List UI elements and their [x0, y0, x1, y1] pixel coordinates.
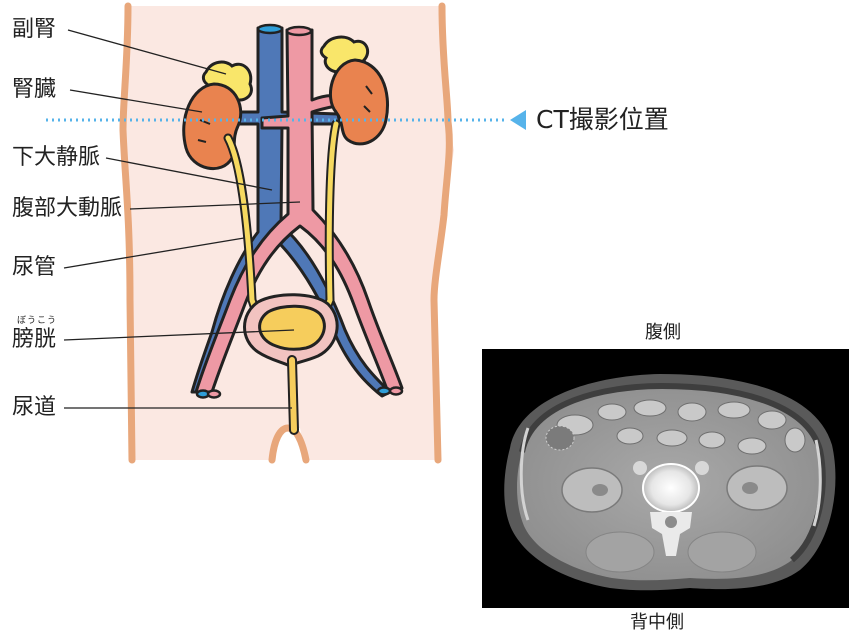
ct-scan-image — [482, 349, 849, 608]
label-urethra: 尿道 — [12, 397, 56, 419]
label-bladder-reading: ぼうこう — [17, 317, 57, 326]
label-kidney: 腎臓 — [12, 79, 56, 101]
label-aorta: 腹部大動脈 — [12, 198, 122, 220]
urethra — [292, 360, 294, 430]
ct-caption-ventral: 腹側 — [645, 324, 681, 342]
label-bladder: 膀胱 — [12, 329, 56, 351]
label-ivc: 下大静脈 — [12, 147, 100, 169]
ct-caption-dorsal: 背中側 — [630, 614, 684, 632]
ct-position-label: CT撮影位置 — [536, 107, 669, 132]
pointer-triangle-icon — [510, 110, 526, 130]
label-adrenal: 副腎 — [12, 19, 56, 41]
label-ureter: 尿管 — [12, 257, 56, 279]
